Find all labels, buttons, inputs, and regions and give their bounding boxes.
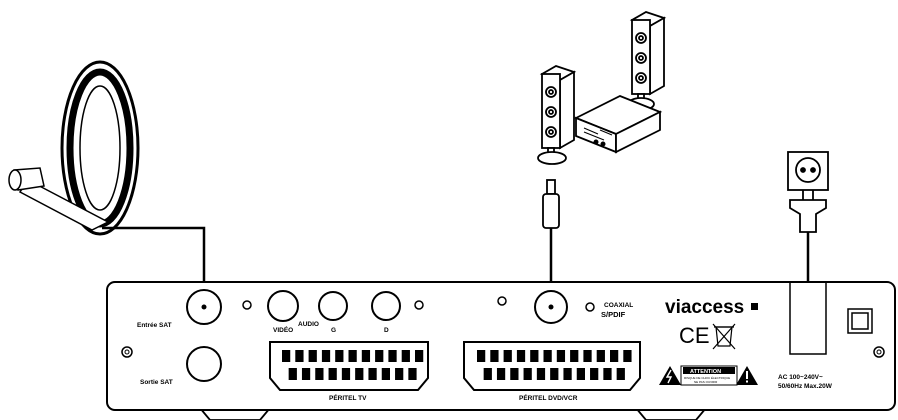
audio-d-label: D	[384, 327, 389, 334]
audio-right-rca-connector	[371, 291, 401, 321]
audio-label: AUDIO	[298, 321, 319, 328]
scart-pin	[288, 368, 297, 380]
scart-pin	[490, 350, 499, 362]
attention-label: ATTENTION	[690, 369, 721, 375]
scart-pin	[295, 350, 304, 362]
viaccess-logo-square	[751, 303, 758, 310]
scart-pin	[355, 368, 364, 380]
satellite-dish-icon	[8, 60, 206, 295]
caution-warning-icon	[736, 366, 758, 385]
scart-pin	[415, 350, 424, 362]
scart-pin	[496, 368, 506, 380]
scart-pin	[603, 368, 612, 380]
peritel-dvd-vcr-connector	[463, 341, 641, 391]
scart-pin	[381, 368, 390, 380]
coaxial-connector	[534, 290, 568, 324]
attention-header	[683, 367, 735, 374]
indicator-hole	[497, 296, 507, 306]
scart-pin	[610, 350, 619, 362]
optical-plug-icon	[542, 179, 560, 295]
scart-pin	[576, 368, 585, 380]
viaccess-logo: viaccess	[665, 297, 744, 318]
sortie-sat-label: Sortie SAT	[140, 379, 173, 386]
scart-pin	[543, 350, 552, 362]
scart-pin	[341, 368, 351, 380]
scart-pin	[395, 368, 404, 380]
electric-shock-warning-icon	[659, 366, 681, 385]
peritel-tv-label: PÉRITEL TV	[329, 393, 367, 402]
scart-pin	[348, 350, 357, 362]
indicator-hole	[242, 300, 252, 310]
scart-pin	[590, 368, 599, 380]
entree-sat-label: Entrée SAT	[137, 322, 172, 329]
scart-pin	[550, 368, 559, 380]
power-switch	[847, 308, 873, 334]
speaker-icon	[537, 65, 577, 165]
scart-pin	[301, 368, 311, 380]
scart-pin	[536, 368, 546, 380]
scart-pin	[570, 350, 579, 362]
power-spec-line2: 50/60Hz Max.20W	[778, 383, 833, 390]
scart-pin	[401, 350, 410, 362]
wall-outlet-icon	[787, 151, 829, 191]
attention-line1: RISQUE DE CHOC ÉLECTRIQUE	[684, 375, 730, 380]
scart-pin	[510, 368, 519, 380]
sortie-sat-connector	[186, 346, 222, 382]
scart-pin	[503, 350, 512, 362]
scart-pin	[375, 350, 384, 362]
scart-pin	[583, 350, 592, 362]
scart-pin	[616, 368, 625, 380]
scart-pin	[483, 368, 492, 380]
scart-pin	[623, 350, 632, 362]
scart-pin	[321, 350, 331, 362]
scart-pin	[477, 350, 486, 362]
coaxial-label: COAXIAL	[604, 302, 633, 309]
scart-pin	[282, 350, 291, 362]
audio-left-rca-connector	[318, 291, 348, 321]
amplifier-icon	[573, 95, 663, 154]
indicator-hole	[414, 300, 424, 310]
peritel-dvd-vcr-label: PÉRITEL DVD/VCR	[519, 393, 578, 402]
scart-pin	[368, 368, 377, 380]
peritel-tv-connector	[269, 341, 429, 391]
scart-pin	[335, 350, 344, 362]
scart-pin	[388, 350, 397, 362]
scart-pin	[530, 350, 539, 362]
ce-mark: CE	[679, 323, 710, 348]
attention-line2: NE PAS OUVRIR	[694, 380, 718, 384]
indicator-hole	[585, 302, 595, 312]
scart-pin	[596, 350, 605, 362]
scart-pin	[408, 368, 417, 380]
scart-pin	[315, 368, 324, 380]
scart-pin	[563, 368, 572, 380]
scart-pin	[361, 350, 371, 362]
video-label: VIDÉO	[273, 325, 293, 334]
spdif-label: S/PDIF	[601, 310, 626, 319]
entree-sat-connector	[186, 289, 222, 325]
video-rca-connector	[267, 290, 299, 322]
audio-g-label: G	[331, 327, 336, 334]
scart-pin	[556, 350, 566, 362]
scart-pin	[308, 350, 317, 362]
crossed-bin-icon	[712, 323, 736, 350]
scart-pin	[516, 350, 526, 362]
scart-pin	[523, 368, 532, 380]
speaker-icon	[627, 11, 667, 111]
power-spec-line1: AC 100~240V~	[778, 374, 823, 381]
scart-pin	[328, 368, 337, 380]
